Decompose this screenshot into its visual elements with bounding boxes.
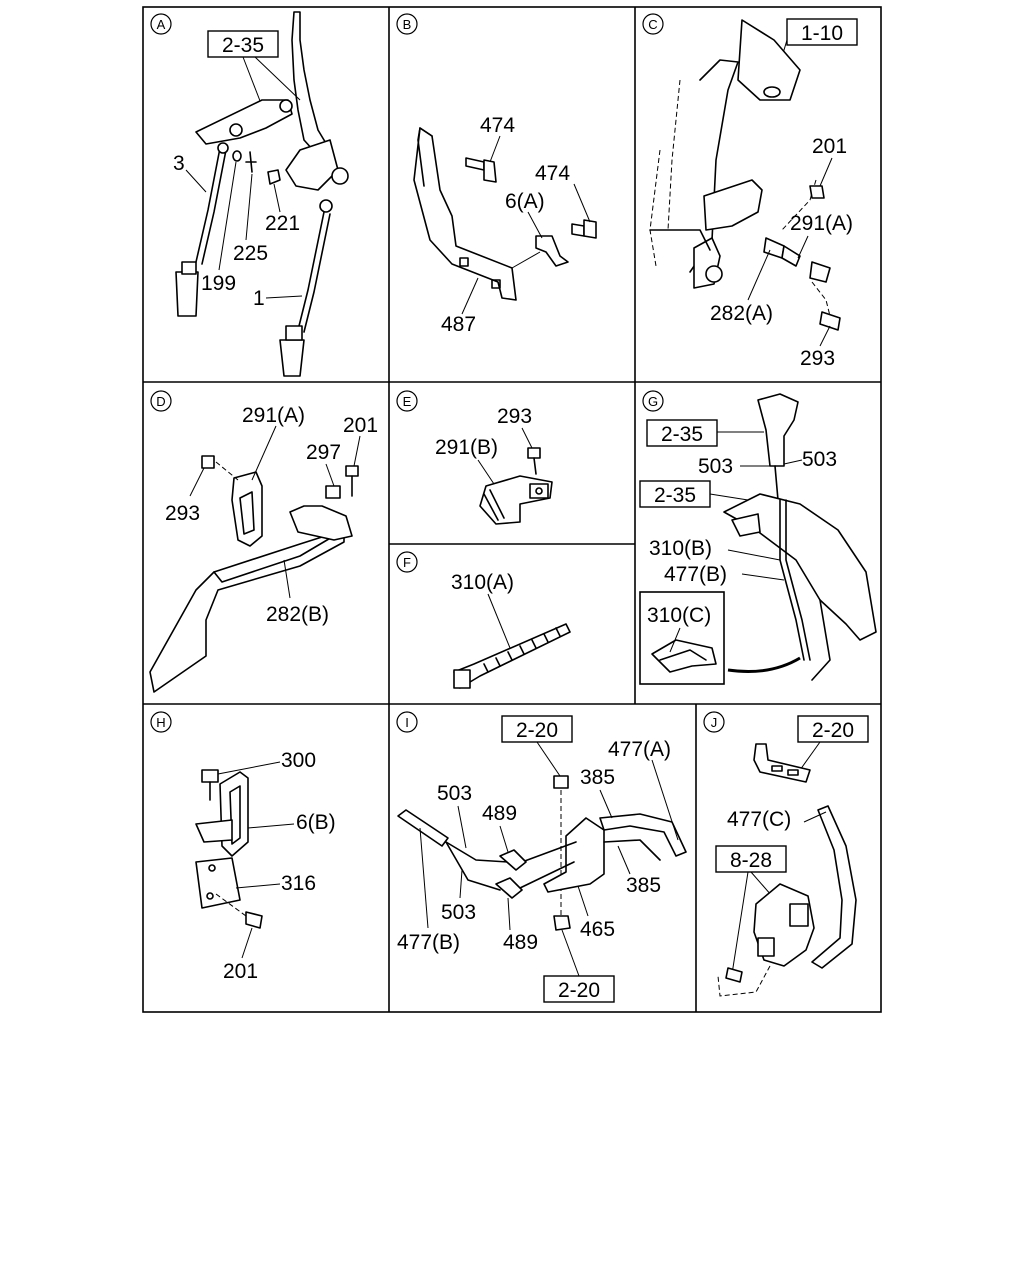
panel-h: H 300 6(B) 316 201 <box>150 711 336 983</box>
part-291b: 291(B) <box>435 436 498 459</box>
part-477c: 477(C) <box>727 808 791 831</box>
part-310a: 310(A) <box>451 571 514 594</box>
part-300: 300 <box>281 749 316 772</box>
panel-c-ref-box: 1-10 <box>801 22 843 45</box>
panel-d-letter: D <box>156 394 165 409</box>
part-291a: 291(A) <box>790 212 853 235</box>
part-503-right: 503 <box>802 448 837 471</box>
panel-h-letter: H <box>156 715 165 730</box>
part-385-top: 385 <box>580 766 615 789</box>
part-3: 3 <box>173 152 185 175</box>
part-201-d: 201 <box>343 414 378 437</box>
part-385-bottom: 385 <box>626 874 661 897</box>
panel-g-detail-ref: 310(C) <box>647 604 711 627</box>
panel-g-ref-top: 2-35 <box>661 423 703 446</box>
panel-j-ref-top: 2-20 <box>812 719 854 742</box>
panel-a-ref-box: 2-35 <box>222 34 264 57</box>
part-201: 201 <box>812 135 847 158</box>
panel-c-letter: C <box>648 17 657 32</box>
panel-i-letter: I <box>405 715 409 730</box>
part-282b: 282(B) <box>266 603 329 626</box>
part-6b: 6(B) <box>296 811 336 834</box>
panel-f-letter: F <box>403 555 411 570</box>
part-477a: 477(A) <box>608 738 671 761</box>
part-316: 316 <box>281 872 316 895</box>
part-474-top: 474 <box>480 114 515 137</box>
panel-e: E 293 291(B) <box>396 390 553 525</box>
part-1: 1 <box>253 287 265 310</box>
part-199: 199 <box>201 272 236 295</box>
panel-j-letter: J <box>711 715 718 730</box>
panel-c: C 1-10 201 291(A) 282(A) 293 <box>642 13 858 370</box>
panel-g: G 2-35 2-35 310(C) 503 503 310(B) 477(B) <box>639 390 877 685</box>
panel-d: D 291(A) 201 297 293 282(B) <box>149 390 378 693</box>
panel-i: I 2-20 2-20 477(A) 385 503 489 385 <box>396 711 687 1003</box>
part-297: 297 <box>306 441 341 464</box>
part-474-right: 474 <box>535 162 570 185</box>
part-293-d: 293 <box>165 502 200 525</box>
part-477b-i: 477(B) <box>397 931 460 954</box>
panel-g-ref-mid: 2-35 <box>654 484 696 507</box>
part-477b-g: 477(B) <box>664 563 727 586</box>
part-291a-d: 291(A) <box>242 404 305 427</box>
part-282a: 282(A) <box>710 302 773 325</box>
part-489-bottom: 489 <box>503 931 538 954</box>
part-293: 293 <box>800 347 835 370</box>
panel-i-ref-top: 2-20 <box>516 719 558 742</box>
panel-e-letter: E <box>403 394 412 409</box>
part-293-e: 293 <box>497 405 532 428</box>
part-310b: 310(B) <box>649 537 712 560</box>
panel-a-letter: A <box>157 17 166 32</box>
panel-j-ref-mid: 8-28 <box>730 849 772 872</box>
panel-j: J 2-20 8-28 477(C) <box>703 711 869 997</box>
panel-i-ref-bottom: 2-20 <box>558 979 600 1002</box>
part-503-left: 503 <box>698 455 733 478</box>
part-503-bottom: 503 <box>441 901 476 924</box>
part-221: 221 <box>265 212 300 235</box>
panel-f: F 310(A) <box>396 551 571 689</box>
part-6a: 6(A) <box>505 190 545 213</box>
panel-grid <box>142 6 882 1013</box>
panel-b-letter: B <box>403 17 412 32</box>
part-225: 225 <box>233 242 268 265</box>
part-489-top: 489 <box>482 802 517 825</box>
panel-a: A 2-35 3 221 225 199 1 <box>150 11 349 377</box>
part-201-h: 201 <box>223 960 258 983</box>
part-503-top: 503 <box>437 782 472 805</box>
part-465: 465 <box>580 918 615 941</box>
panel-b: B 474 474 6(A) 487 <box>396 13 597 336</box>
panel-g-letter: G <box>648 394 658 409</box>
part-487: 487 <box>441 313 476 336</box>
